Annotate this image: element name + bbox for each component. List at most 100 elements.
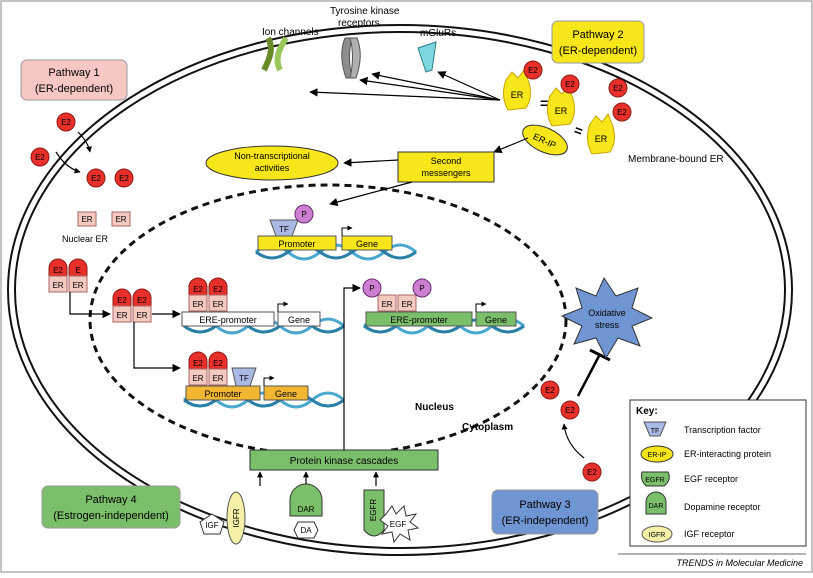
- key-igfr-icon: [641, 525, 673, 543]
- tss-top: [341, 225, 353, 236]
- svg-text:Non-transcriptional: Non-transcriptional: [234, 151, 310, 161]
- svg-text:DAR: DAR: [649, 503, 664, 510]
- svg-text:Gene: Gene: [356, 239, 378, 249]
- svg-text:IGF: IGF: [205, 521, 218, 530]
- svg-text:Promoter: Promoter: [278, 239, 315, 249]
- arrow-to-second-messengers: [493, 137, 529, 154]
- cell-membrane-outer: [7, 24, 793, 556]
- nucleus-membrane: [88, 183, 568, 457]
- svg-text:ER: ER: [212, 374, 223, 383]
- key-label-dar: Dopamine receptor: [684, 502, 761, 512]
- svg-text:Oxidative: Oxidative: [588, 308, 626, 318]
- cell-membrane-inner: [14, 31, 786, 549]
- ere-promoter-mid-right: ERE-promoter: [365, 311, 473, 327]
- svg-text:E2: E2: [193, 285, 203, 294]
- e2-inside-2: [114, 168, 134, 188]
- svg-text:Promoter: Promoter: [204, 389, 241, 399]
- tss-bottom: [263, 375, 275, 386]
- svg-text:ER-IP: ER-IP: [648, 452, 667, 459]
- svg-text:ER: ER: [401, 300, 412, 309]
- svg-text:TF: TF: [239, 374, 249, 383]
- dar: DAR: [289, 483, 323, 517]
- tss-mid-right: [475, 301, 487, 312]
- key-label-er-ip: ER-interacting protein: [684, 449, 771, 459]
- key-er-ip-icon: [640, 445, 674, 463]
- protein-kinase-cascades-box: Protein kinase cascades: [249, 449, 439, 471]
- pathway-1-subtitle: (ER-dependent): [35, 83, 113, 95]
- nucleus-label: Nucleus: [415, 402, 454, 413]
- pathway-3-subtitle: (ER-independent): [502, 515, 589, 527]
- arrow-to-non-transcriptional: [343, 158, 399, 167]
- svg-text:E2: E2: [61, 118, 71, 127]
- gene-bottom: Gene: [263, 385, 309, 401]
- e2-membrane-1: [523, 60, 543, 80]
- svg-text:IGFR: IGFR: [232, 508, 241, 527]
- dimer-mark-1: =: [540, 95, 548, 111]
- e2-er-dimer-nucleus: E2 E2 ER ER: [112, 288, 152, 323]
- e2-pathway3-2: [560, 400, 580, 420]
- svg-text:E2: E2: [565, 406, 575, 415]
- svg-text:E: E: [75, 266, 80, 275]
- svg-text:EGFR: EGFR: [369, 499, 378, 521]
- arrow-e2-pathway3: [561, 423, 585, 459]
- igf: IGF: [199, 513, 225, 535]
- arrow-kinase-to-er: [343, 283, 361, 450]
- svg-text:E2: E2: [53, 266, 63, 275]
- svg-text:ER: ER: [52, 281, 63, 290]
- arrow-to-ion-channels: [309, 88, 501, 101]
- svg-text:ERE-promoter: ERE-promoter: [390, 315, 448, 325]
- nuclear-er-2: ER: [111, 211, 131, 227]
- svg-text:Gene: Gene: [485, 315, 507, 325]
- footer-credit: TRENDS in Molecular Medicine: [676, 558, 803, 568]
- pathway-2-box: Pathway 2 (ER-dependent): [551, 20, 645, 64]
- e2-membrane-3: [608, 78, 628, 98]
- pathway-4-subtitle: (Estrogen-independent): [53, 510, 169, 522]
- svg-text:ER: ER: [81, 215, 92, 224]
- svg-text:DA: DA: [300, 526, 312, 535]
- svg-text:ER: ER: [192, 374, 203, 383]
- e2-outside-1: [56, 112, 76, 132]
- arrow-e2-entry-2: [55, 151, 81, 174]
- arrow-to-tf: [329, 181, 413, 207]
- svg-text:E2: E2: [587, 468, 597, 477]
- svg-text:E2: E2: [117, 296, 127, 305]
- svg-text:E2: E2: [91, 174, 101, 183]
- svg-text:stress: stress: [595, 320, 620, 330]
- membrane-er-2: ER: [546, 84, 576, 127]
- pathway-2-title: Pathway 2: [572, 29, 623, 41]
- pathway-1-title: Pathway 1: [48, 67, 99, 79]
- phospho-mid-2: [412, 278, 432, 298]
- tyrosine-kinase-label-2: receptors: [338, 18, 380, 29]
- key-dar-icon: [645, 491, 667, 515]
- ion-channels-label: Ion channels: [262, 27, 319, 38]
- key-label-igfr: IGF receptor: [684, 529, 735, 539]
- e2-inside-1: [86, 168, 106, 188]
- egfr: EGFR: [363, 489, 385, 537]
- svg-text:ER: ER: [192, 300, 203, 309]
- arrow-to-tyrosine-kinase-2: [371, 71, 501, 101]
- e2-membrane-2: [560, 74, 580, 94]
- gene-mid-left: Gene: [277, 311, 321, 327]
- svg-text:ER: ER: [72, 281, 83, 290]
- svg-text:E2: E2: [213, 359, 223, 368]
- svg-text:Gene: Gene: [275, 389, 297, 399]
- phospho-top: [294, 204, 314, 224]
- key-label-tf: Transcription factor: [684, 425, 761, 435]
- svg-text:ER: ER: [381, 300, 392, 309]
- promoter-bottom: Promoter: [185, 385, 261, 401]
- svg-text:EGFR: EGFR: [645, 477, 664, 484]
- e2-pathway3-1: [540, 380, 560, 400]
- svg-text:ER: ER: [116, 311, 127, 320]
- svg-text:EGF: EGF: [390, 520, 407, 529]
- key-label-egfr: EGF receptor: [684, 474, 738, 484]
- svg-text:P: P: [369, 284, 374, 293]
- e2-outside-2: [30, 147, 50, 167]
- arrow-dimer-to-nucleus: [69, 292, 111, 319]
- key-tf-icon: [643, 421, 667, 437]
- tyrosine-kinase-receptor-icon: [341, 37, 361, 79]
- pathway-3-title: Pathway 3: [519, 499, 570, 511]
- arrow-e2-entry-1: [77, 131, 92, 153]
- svg-text:messengers: messengers: [421, 168, 471, 178]
- svg-text:ER: ER: [555, 106, 568, 116]
